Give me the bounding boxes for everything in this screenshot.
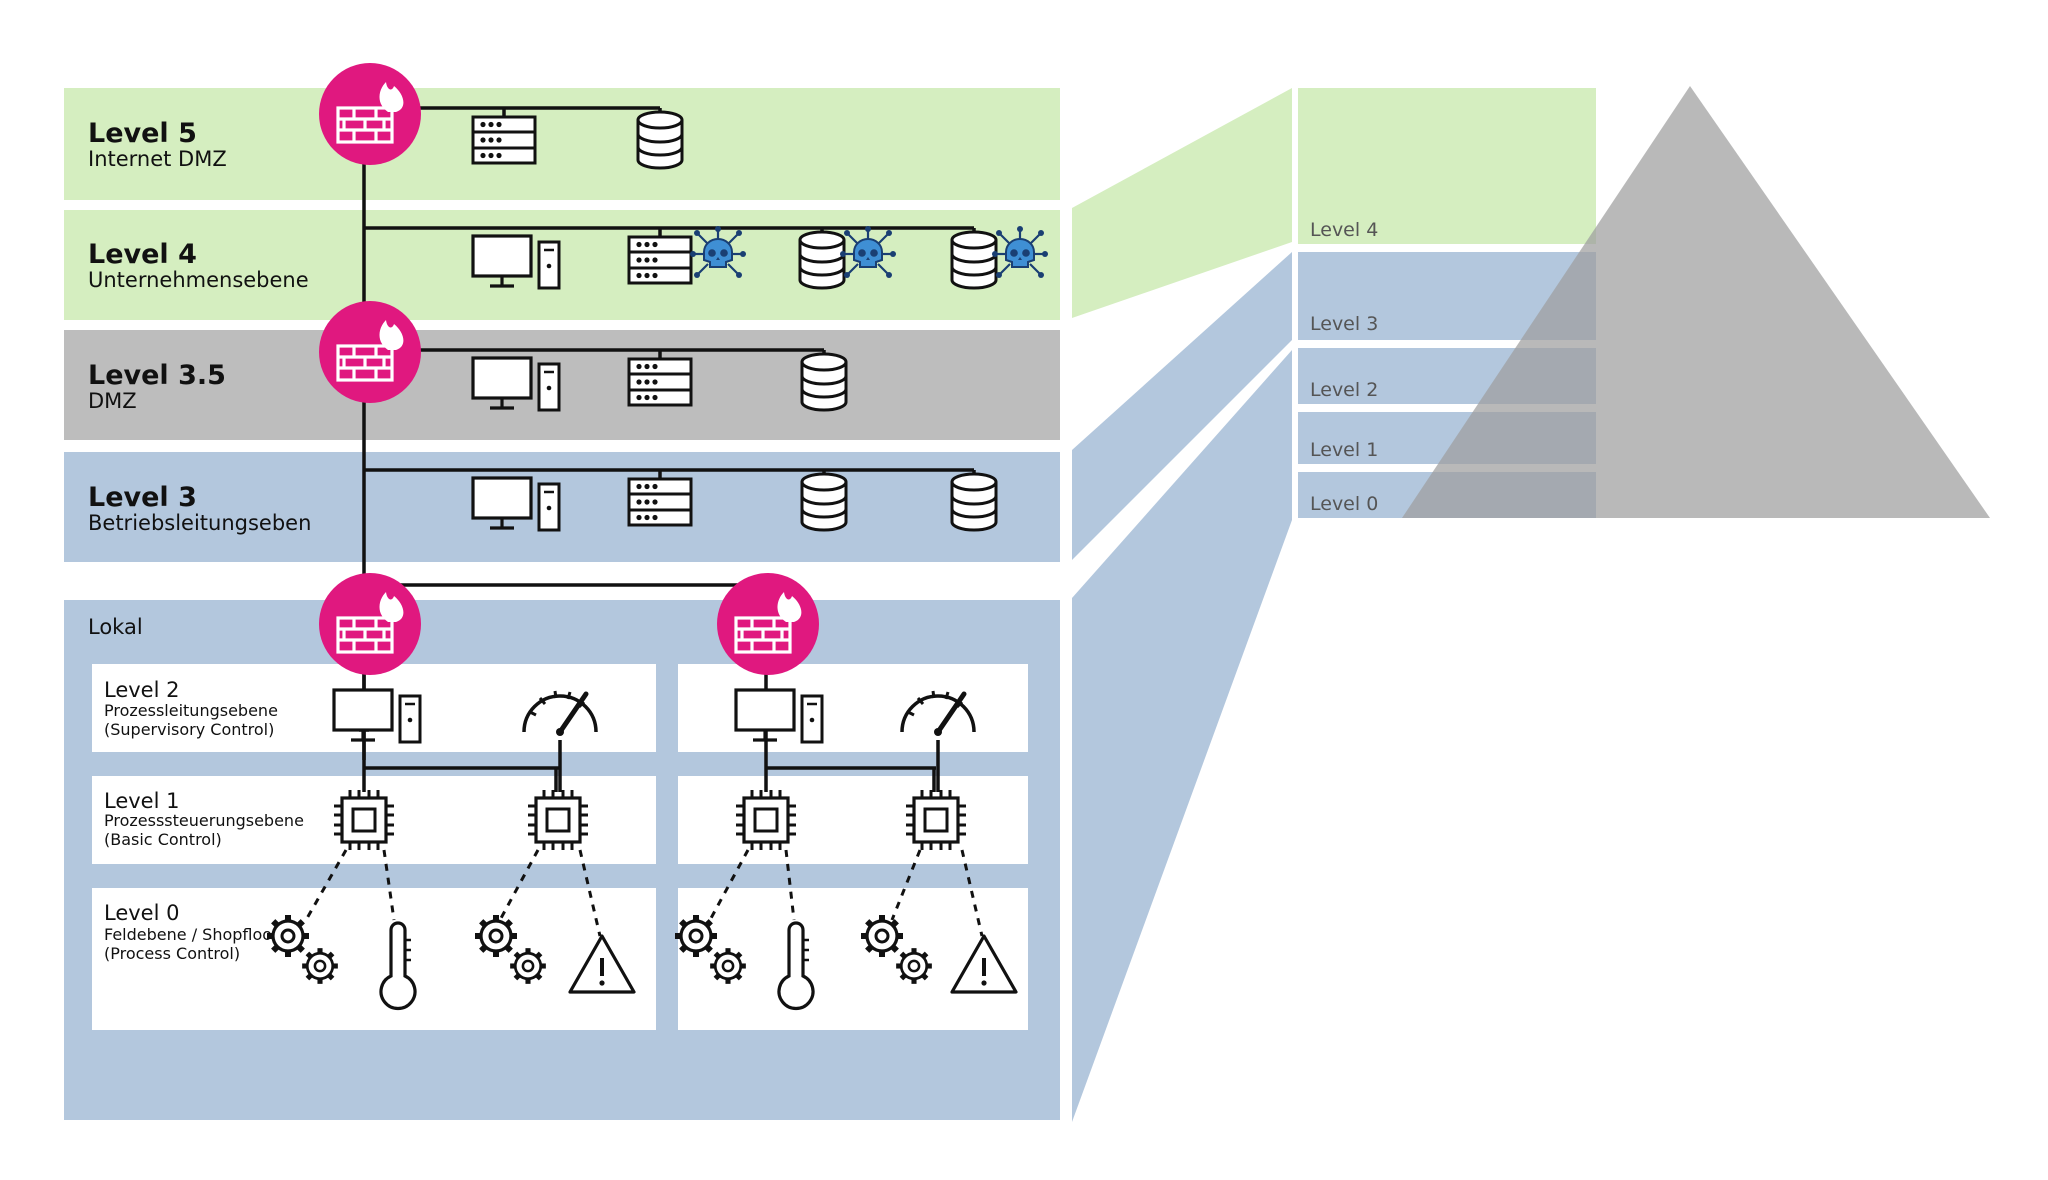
- firewall-icon: [317, 571, 423, 677]
- lokal-label: Lokal: [88, 615, 143, 639]
- database-icon: [798, 230, 846, 290]
- level5-label: Level 5 Internet DMZ: [88, 118, 227, 171]
- svg-text:Level 4: Level 4: [1310, 219, 1378, 241]
- svg-text:Level 3: Level 3: [88, 482, 197, 513]
- field-links: [304, 849, 984, 937]
- level3-label: Level 3 Betriebsleitungseben: [88, 482, 311, 535]
- svg-text:Level 0: Level 0: [1310, 493, 1378, 515]
- level4-label: Level 4 Unternehmensebene: [88, 239, 309, 292]
- svg-text:(Process Control): (Process Control): [104, 944, 240, 963]
- svg-text:Prozesssteuerungsebene: Prozesssteuerungsebene: [104, 811, 304, 830]
- server-icon: [627, 235, 693, 285]
- pyramid-labels: Level 4 Level 3 Level 2 Level 1 Level 0: [1310, 219, 1378, 515]
- chip-icon: [332, 788, 396, 852]
- network-lines: [359, 106, 976, 792]
- local-level1-label: Level 1 Prozesssteuerungsebene (Basic Co…: [104, 789, 304, 849]
- svg-text:Internet DMZ: Internet DMZ: [88, 147, 227, 171]
- local-level2-label: Level 2 Prozessleitungsebene (Supervisor…: [104, 678, 278, 739]
- chip-icon: [904, 788, 968, 852]
- svg-text:Level 5: Level 5: [88, 118, 197, 149]
- level35-label: Level 3.5 DMZ: [88, 360, 226, 413]
- lokal-connector: [1072, 350, 1292, 1122]
- database-icon: [800, 352, 848, 412]
- database-icon: [636, 110, 684, 170]
- server-icon: [627, 357, 693, 407]
- server-icon: [627, 477, 693, 527]
- svg-text:Unternehmensebene: Unternehmensebene: [88, 268, 309, 292]
- svg-text:DMZ: DMZ: [88, 389, 137, 413]
- svg-text:Betriebsleitungseben: Betriebsleitungseben: [88, 511, 311, 535]
- svg-text:Feldebene / Shopfloor: Feldebene / Shopfloor: [104, 925, 279, 944]
- local-level0-label: Level 0 Feldebene / Shopfloor (Process C…: [104, 901, 279, 963]
- firewall-icon: [715, 571, 821, 677]
- svg-text:Level 2: Level 2: [104, 678, 179, 702]
- svg-text:Prozessleitungsebene: Prozessleitungsebene: [104, 701, 278, 720]
- svg-text:Level 1: Level 1: [104, 789, 179, 813]
- database-icon: [800, 472, 848, 532]
- firewall-icon: [317, 299, 423, 405]
- svg-text:Level 1: Level 1: [1310, 439, 1378, 461]
- level4-connector: [1072, 88, 1292, 318]
- database-icon: [950, 230, 998, 290]
- chip-icon: [526, 788, 590, 852]
- svg-text:Level 4: Level 4: [88, 239, 197, 270]
- chip-icon: [734, 788, 798, 852]
- svg-text:Level 3.5: Level 3.5: [88, 360, 226, 391]
- svg-text:(Supervisory Control): (Supervisory Control): [104, 720, 274, 739]
- svg-text:(Basic Control): (Basic Control): [104, 830, 222, 849]
- local-panels-right: [678, 664, 1028, 1030]
- firewall-icon: [317, 61, 423, 167]
- svg-text:Level 0: Level 0: [104, 901, 179, 925]
- level5-band: [64, 88, 1060, 200]
- svg-text:Level 2: Level 2: [1310, 379, 1378, 401]
- server-icon: [471, 115, 537, 165]
- level3-connector: [1072, 252, 1292, 560]
- pyramid: [1402, 86, 1990, 518]
- database-icon: [950, 472, 998, 532]
- svg-text:Level 3: Level 3: [1310, 313, 1378, 335]
